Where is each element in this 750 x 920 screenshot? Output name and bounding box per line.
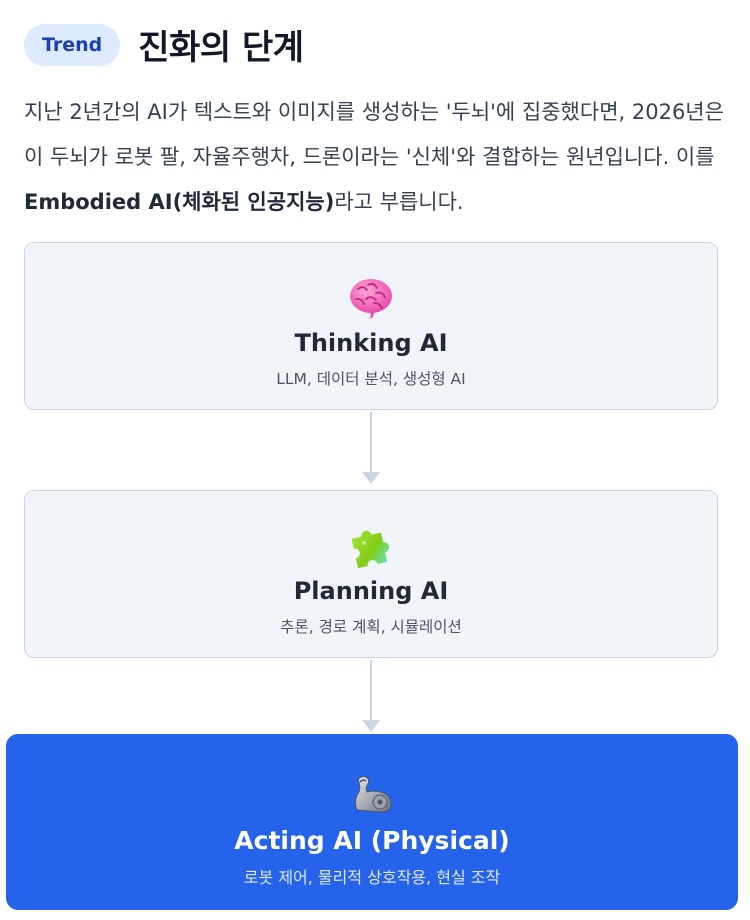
trend-badge: Trend: [24, 23, 121, 66]
stage-description: 로봇 제어, 물리적 상호작용, 현실 조작: [243, 868, 501, 887]
stage-card-planning: Planning AI 추론, 경로 계획, 시뮬레이션: [24, 490, 718, 658]
brain-icon: [25, 275, 717, 321]
section-header: Trend 진화의 단계: [24, 20, 304, 69]
puzzle-icon: [25, 523, 717, 569]
stage-name: Acting AI (Physical): [234, 826, 510, 855]
intro-text-2: 라고 부릅니다.: [334, 190, 464, 214]
mechanical-arm-icon: [6, 770, 738, 816]
stage-card-acting: Acting AI (Physical) 로봇 제어, 물리적 상호작용, 현실…: [6, 734, 738, 910]
stage-description: 추론, 경로 계획, 시뮬레이션: [280, 618, 462, 636]
stage-name: Thinking AI: [294, 329, 448, 357]
section-title: 진화의 단계: [138, 28, 304, 68]
stage-name: Planning AI: [293, 577, 449, 605]
intro-highlight: Embodied AI(체화된 인공지능): [24, 190, 335, 214]
intro-text-1: 지난 2년간의 AI가 텍스트와 이미지를 생성하는 '두뇌'에 집중했다면, …: [24, 100, 724, 169]
stage-description: LLM, 데이터 분석, 생성형 AI: [276, 370, 466, 388]
intro-paragraph: 지난 2년간의 AI가 텍스트와 이미지를 생성하는 '두뇌'에 집중했다면, …: [24, 90, 724, 225]
stage-card-thinking: Thinking AI LLM, 데이터 분석, 생성형 AI: [24, 242, 718, 410]
